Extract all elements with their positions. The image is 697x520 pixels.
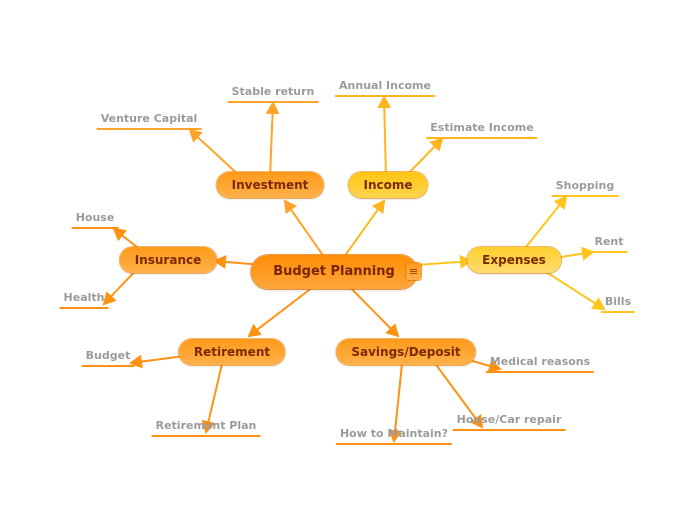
subtopic-health[interactable]: Health — [59, 291, 109, 309]
central-topic-budget-planning[interactable]: Budget Planning — [251, 255, 417, 289]
subtopic-house-car-repair[interactable]: House/Car repair — [452, 413, 566, 431]
subtopic-annual-income[interactable]: Annual Income — [335, 79, 435, 97]
subtopic-rent[interactable]: Rent — [590, 235, 628, 253]
topic-retirement[interactable]: Retirement — [178, 339, 286, 365]
subtopic-how-to-maintain[interactable]: How to Maintain? — [335, 427, 453, 445]
subtopic-retirement-plan[interactable]: Retirement Plan — [151, 419, 261, 437]
subtopic-bills[interactable]: Bills — [600, 295, 636, 313]
notes-icon[interactable]: ≡ — [406, 263, 421, 280]
subtopic-stable-return[interactable]: Stable return — [227, 85, 319, 103]
subtopic-venture-capital[interactable]: Venture Capital — [96, 112, 202, 130]
topic-savings-deposit[interactable]: Savings/Deposit — [336, 339, 476, 365]
subtopic-budget[interactable]: Budget — [81, 349, 135, 367]
topic-income[interactable]: Income — [348, 172, 428, 198]
topic-insurance[interactable]: Insurance — [119, 247, 217, 273]
subtopic-house[interactable]: House — [71, 211, 119, 229]
subtopic-shopping[interactable]: Shopping — [551, 179, 619, 197]
topic-investment[interactable]: Investment — [216, 172, 324, 198]
subtopic-estimate-income[interactable]: Estimate Income — [426, 121, 538, 139]
topic-expenses[interactable]: Expenses — [467, 247, 561, 273]
subtopic-medical-reasons[interactable]: Medical reasons — [485, 355, 595, 373]
